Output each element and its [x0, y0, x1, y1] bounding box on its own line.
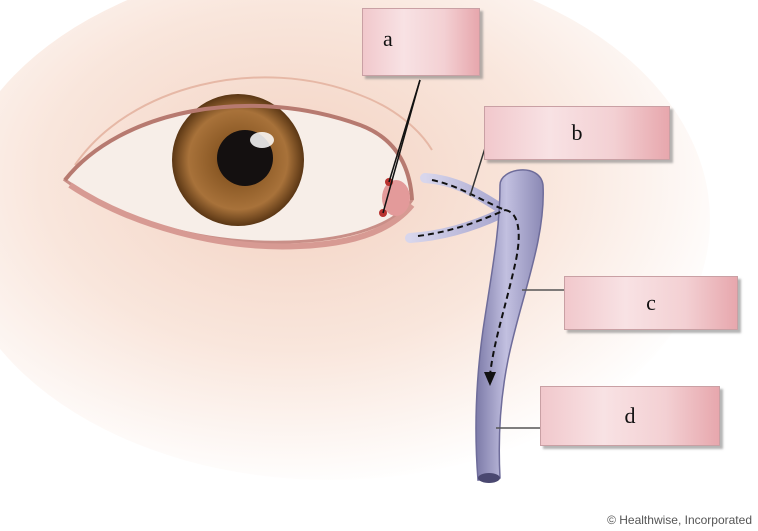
duct-opening	[478, 473, 500, 483]
label-c-text: c	[646, 290, 656, 316]
eye-highlight	[250, 132, 274, 148]
label-box-a: a	[362, 8, 480, 76]
label-box-d: d	[540, 386, 720, 446]
label-box-c: c	[564, 276, 738, 330]
caruncle	[382, 180, 410, 216]
label-a-text: a	[383, 26, 393, 52]
label-box-b: b	[484, 106, 670, 160]
label-b-text: b	[572, 120, 583, 146]
label-d-text: d	[625, 403, 636, 429]
copyright-credit: © Healthwise, Incorporated	[607, 513, 752, 527]
